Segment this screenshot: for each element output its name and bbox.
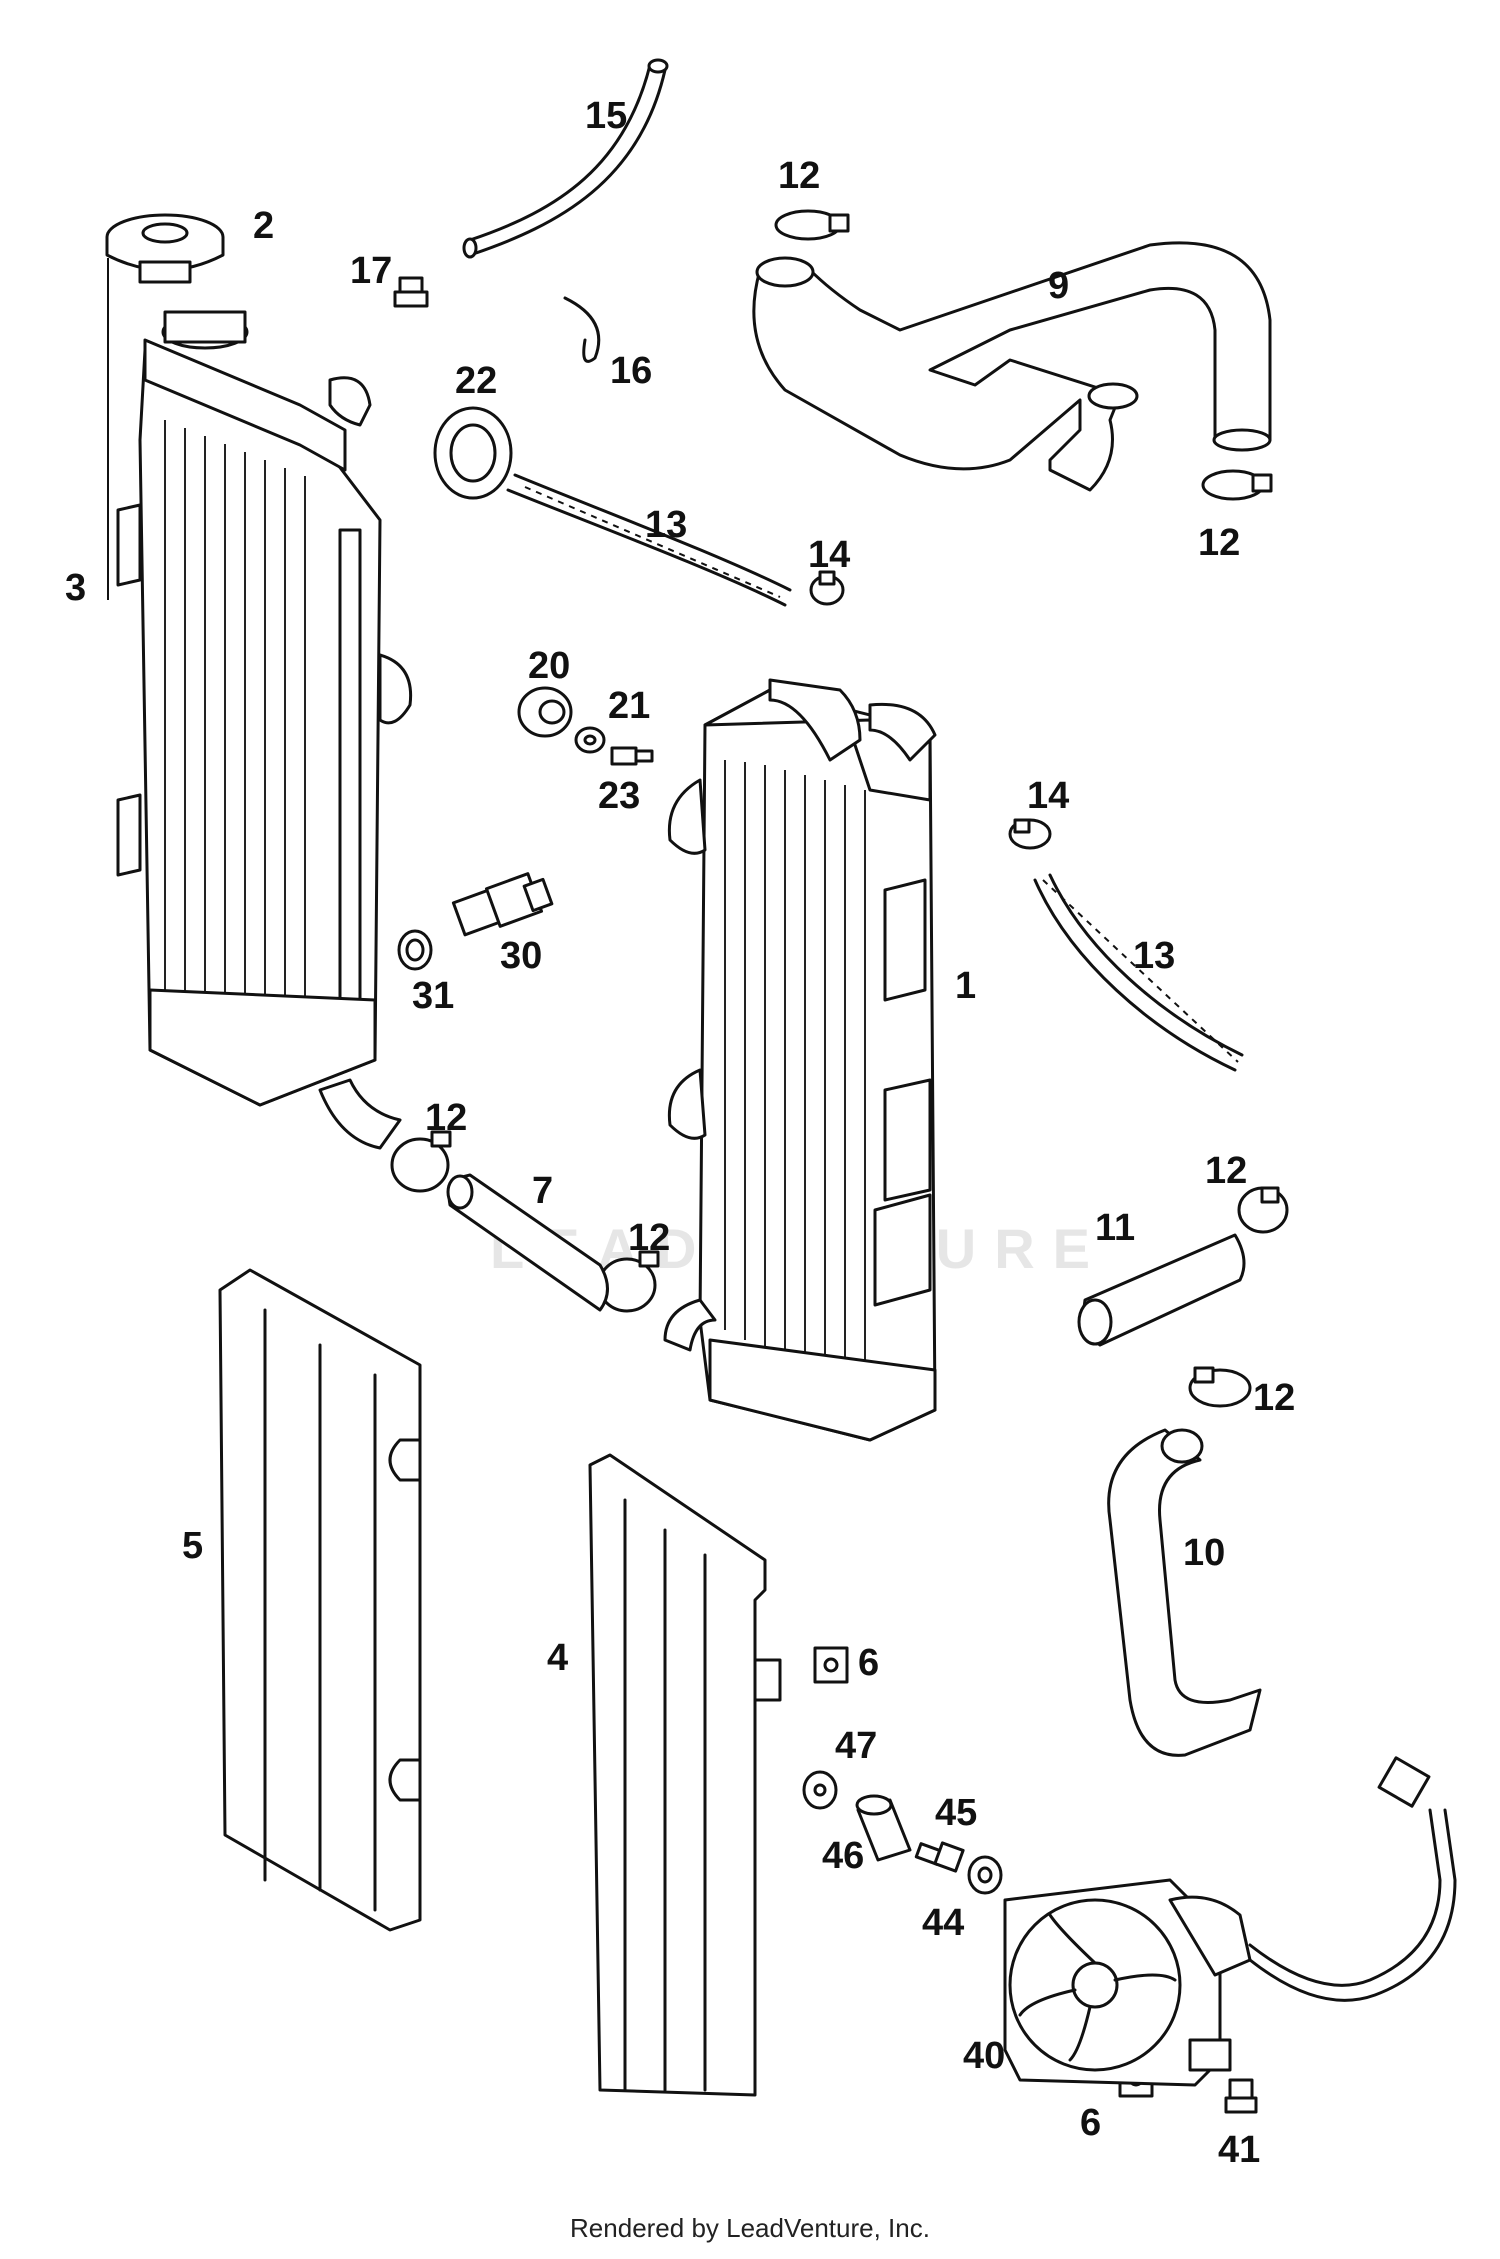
- part-14-clamp-right[interactable]: [1008, 818, 1052, 850]
- part-12-clamp-right-mid[interactable]: [1237, 1186, 1289, 1234]
- callout-12-right-mid: 12: [1205, 1150, 1247, 1192]
- part-31-seal-ring[interactable]: [397, 929, 433, 971]
- part-16-clip[interactable]: [563, 296, 601, 363]
- callout-40: 40: [963, 2035, 1005, 2077]
- part-14-clamp-upper[interactable]: [809, 570, 845, 606]
- callout-22: 22: [455, 360, 497, 402]
- callout-11: 11: [1095, 1207, 1135, 1249]
- callout-20: 20: [528, 645, 570, 687]
- callout-9: 9: [1048, 265, 1069, 307]
- part-12-clamp-top[interactable]: [774, 209, 850, 241]
- callout-3: 3: [65, 567, 86, 609]
- part-7-connecting-hose[interactable]: [446, 1173, 609, 1312]
- part-11-short-hose[interactable]: [1077, 1233, 1246, 1347]
- part-4-right-radiator-shroud[interactable]: [588, 1453, 782, 2097]
- callout-7: 7: [532, 1170, 553, 1212]
- callout-14-right: 14: [1027, 775, 1069, 817]
- callout-12-right-lower: 12: [1253, 1377, 1295, 1419]
- part-2-radiator-cap[interactable]: [105, 213, 225, 284]
- callout-14-upper: 14: [808, 534, 850, 576]
- callout-21: 21: [608, 685, 650, 727]
- part-3-left-radiator[interactable]: [107, 258, 413, 1150]
- callout-16: 16: [610, 350, 652, 392]
- callout-45: 45: [935, 1792, 977, 1834]
- part-13-vent-hose-upper[interactable]: [506, 473, 792, 607]
- callout-4: 4: [547, 1637, 568, 1679]
- part-1-right-radiator[interactable]: [663, 678, 937, 1442]
- part-46-spacer-sleeve[interactable]: [855, 1794, 912, 1862]
- part-6-clip-upper[interactable]: [813, 1646, 849, 1684]
- callout-13-upper: 13: [645, 504, 687, 546]
- part-21-washer[interactable]: [574, 726, 606, 754]
- part-23-screw[interactable]: [610, 746, 654, 766]
- part-5-left-radiator-shroud[interactable]: [218, 1268, 422, 1932]
- callout-13-right: 13: [1133, 935, 1175, 977]
- left-radiator-fins: [164, 420, 306, 1058]
- part-20-rubber-mount[interactable]: [517, 686, 573, 738]
- part-15-overflow-hose[interactable]: [462, 58, 669, 259]
- callout-6-upper: 6: [858, 1642, 879, 1684]
- part-12-clamp-right-upper[interactable]: [1201, 469, 1273, 501]
- callout-17: 17: [350, 250, 392, 292]
- callout-12-top: 12: [778, 155, 820, 197]
- part-40-cooling-fan[interactable]: [1003, 1756, 1457, 2087]
- callout-12-left-lower: 12: [425, 1097, 467, 1139]
- callout-23: 23: [598, 775, 640, 817]
- callout-41: 41: [1218, 2129, 1260, 2171]
- part-30-temperature-switch[interactable]: [451, 872, 554, 937]
- part-12-clamp-right-lower[interactable]: [1188, 1366, 1252, 1408]
- callout-30: 30: [500, 935, 542, 977]
- footer-credit: Rendered by LeadVenture, Inc.: [570, 2213, 930, 2243]
- callout-1: 1: [955, 965, 976, 1007]
- callout-47: 47: [835, 1725, 877, 1767]
- part-13-vent-hose-right[interactable]: [1033, 873, 1244, 1072]
- callout-6-lower: 6: [1080, 2102, 1101, 2144]
- part-12-clamp-left-lower[interactable]: [390, 1130, 452, 1193]
- part-47-washer[interactable]: [802, 1770, 838, 1810]
- callout-2: 2: [253, 205, 274, 247]
- callout-5: 5: [182, 1525, 203, 1567]
- part-9-y-hose[interactable]: [752, 241, 1272, 492]
- part-45-screw[interactable]: [914, 1841, 965, 1873]
- callout-46: 46: [822, 1835, 864, 1877]
- callout-labels: 15 12 2 17 9 16 22 13 12 3 14 20 21 23 1…: [65, 95, 1295, 2171]
- part-17-bolt[interactable]: [393, 276, 429, 308]
- callout-15: 15: [585, 95, 627, 137]
- part-22-grommet[interactable]: [433, 406, 513, 500]
- callout-31: 31: [412, 975, 454, 1017]
- callout-44: 44: [922, 1902, 964, 1944]
- callout-12-right-upper: 12: [1198, 522, 1240, 564]
- part-10-bent-hose[interactable]: [1107, 1428, 1262, 1757]
- part-41-bolt[interactable]: [1224, 2078, 1258, 2114]
- callout-10: 10: [1183, 1532, 1225, 1574]
- callout-12-center-lower: 12: [628, 1217, 670, 1259]
- right-radiator-fins: [724, 760, 866, 1385]
- part-44-rubber-bushing[interactable]: [967, 1855, 1003, 1895]
